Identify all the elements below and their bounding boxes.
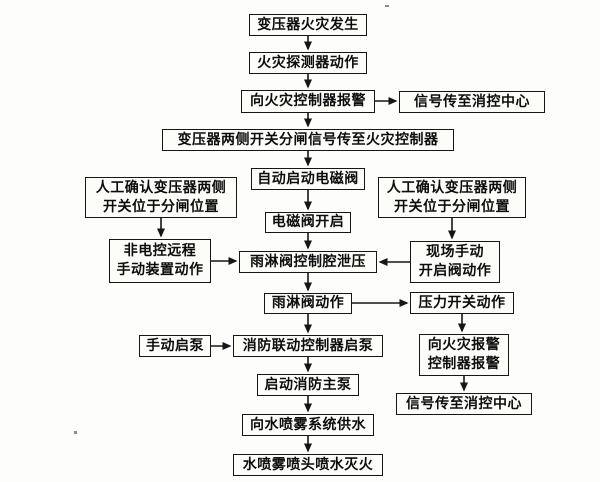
node-start-main-fire-pump: 启动消防主泵 xyxy=(257,374,359,396)
scan-speck xyxy=(74,431,77,434)
node-spray-nozzle-extinguish: 水喷雾喷头喷水灭火 xyxy=(233,454,383,476)
node-non-electric-manual-device: 非电控远程 手动装置动作 xyxy=(109,239,211,283)
node-switch-open-signal: 变压器两侧开关分闸信号传至火灾控制器 xyxy=(162,129,454,151)
node-alarm-to-controller: 向火灾控制器报警 xyxy=(241,90,375,113)
node-signal-to-center-1: 信号传至消控中心 xyxy=(399,91,545,113)
node-detector-action: 火灾探测器动作 xyxy=(249,52,367,74)
node-linkage-controller-start-pump: 消防联动控制器启泵 xyxy=(233,335,383,357)
node-fire-occurs: 变压器火灾发生 xyxy=(249,14,367,36)
node-water-spray-system-supply: 向水喷雾系统供水 xyxy=(242,414,374,436)
node-manual-confirm-left: 人工确认变压器两侧 开关位于分闸位置 xyxy=(85,177,237,218)
node-auto-start-solenoid: 自动启动电磁阀 xyxy=(251,168,365,190)
node-manual-confirm-right: 人工确认变压器两侧 开关位于分闸位置 xyxy=(378,177,526,218)
node-signal-to-center-2: 信号传至消控中心 xyxy=(396,393,532,415)
node-alarm-report-to-controller: 向火灾报警 控制器报警 xyxy=(419,334,509,376)
node-site-manual-open-valve: 现场手动 开启阀动作 xyxy=(410,241,500,283)
node-manual-pump-start: 手动启泵 xyxy=(139,335,211,357)
scan-speck xyxy=(385,5,389,7)
node-deluge-valve-chamber-relief: 雨淋阀控制腔泄压 xyxy=(239,251,377,273)
node-deluge-valve-action: 雨淋阀动作 xyxy=(264,293,352,314)
node-solenoid-open: 电磁阀开启 xyxy=(265,212,351,233)
node-pressure-switch-action: 压力开关动作 xyxy=(410,292,514,314)
